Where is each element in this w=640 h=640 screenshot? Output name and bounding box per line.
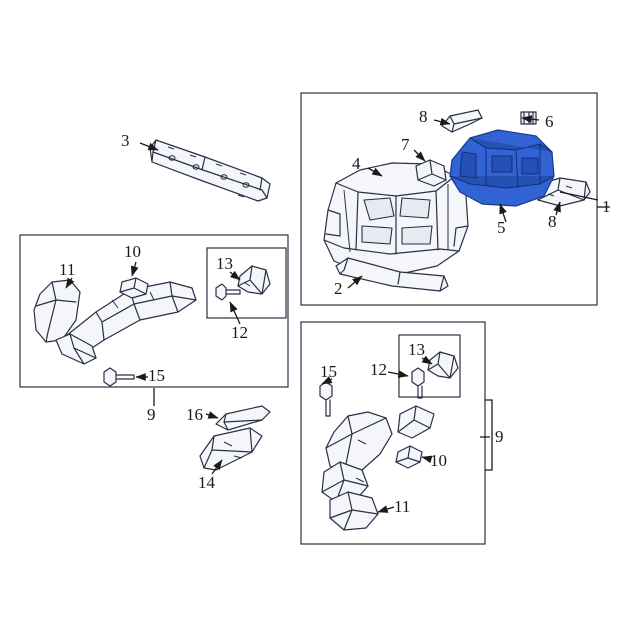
- leader-12b: [387, 370, 409, 378]
- leader-10b: [421, 455, 433, 464]
- callout-14[interactable]: 14: [198, 473, 215, 492]
- leader-12a: [229, 301, 241, 325]
- callout-6[interactable]: 6: [545, 112, 554, 131]
- callout-11a[interactable]: 11: [59, 260, 76, 279]
- callout-12b[interactable]: 12: [370, 360, 387, 379]
- part-5-highlighted-rear-floor-pan: [449, 129, 555, 207]
- leader-9b-brace: [485, 399, 493, 471]
- part-11-left-rail-assembly: [33, 279, 197, 365]
- part-3-crossmember: [149, 139, 271, 202]
- part-10-upper-clip: [119, 277, 149, 299]
- callout-7[interactable]: 7: [401, 135, 410, 154]
- callout-2[interactable]: 2: [334, 279, 343, 298]
- leader-6: [521, 115, 540, 124]
- part-15-right-bolt: [319, 381, 333, 417]
- panel-inner-bracket-low: [398, 334, 461, 398]
- callout-15a[interactable]: 15: [148, 366, 165, 385]
- callout-3[interactable]: 3: [121, 131, 130, 150]
- panel-inner-bracket-top: [206, 247, 287, 319]
- leader-lines: [65, 115, 610, 513]
- leader-16: [205, 411, 219, 419]
- leader-13b: [421, 355, 433, 365]
- leader-8b: [553, 201, 561, 216]
- leader-13a: [229, 270, 241, 281]
- panel-left-rail: [19, 234, 289, 388]
- callout-9b[interactable]: 9: [495, 427, 504, 446]
- callout-9a[interactable]: 9: [147, 405, 156, 424]
- leader-10a: [130, 261, 139, 277]
- part-11-lower-rail-assembly: [321, 405, 435, 531]
- part-12-upper-bolt: [215, 283, 241, 301]
- callout-13a[interactable]: 13: [216, 254, 233, 273]
- panel-main-rear-floor: [300, 92, 598, 306]
- callout-13b[interactable]: 13: [408, 340, 425, 359]
- part-8-upper-reinforcement: [441, 109, 483, 133]
- leader-14: [211, 459, 223, 475]
- panel-lower-right: [300, 321, 486, 545]
- leader-15b: [321, 376, 333, 385]
- leader-3: [139, 142, 159, 151]
- callout-16[interactable]: 16: [186, 405, 203, 424]
- callout-10b[interactable]: 10: [430, 451, 447, 470]
- callout-8b[interactable]: 8: [548, 212, 557, 231]
- part-12-lower-bolt: [411, 367, 425, 399]
- part-14-panel: [199, 427, 263, 471]
- callout-5[interactable]: 5: [497, 218, 506, 237]
- leader-5: [499, 203, 507, 223]
- leader-11a: [65, 277, 75, 289]
- part-13-upper-bracket: [237, 265, 271, 295]
- part-10-lower-clip: [395, 445, 423, 469]
- leader-2: [347, 275, 363, 289]
- callout-12a[interactable]: 12: [231, 323, 248, 342]
- callout-11b[interactable]: 11: [394, 497, 411, 516]
- callout-1[interactable]: 1: [602, 197, 611, 216]
- part-4-rear-floor-assembly: [323, 162, 469, 292]
- leader-8a: [433, 117, 451, 126]
- part-7-bracket: [415, 159, 447, 187]
- leader-7: [413, 149, 426, 162]
- callout-10a[interactable]: 10: [124, 242, 141, 261]
- callout-8a[interactable]: 8: [419, 107, 428, 126]
- leader-11b: [377, 505, 395, 513]
- leader-1-join: [559, 191, 599, 201]
- callout-4[interactable]: 4: [352, 154, 361, 173]
- callout-15b[interactable]: 15: [320, 362, 337, 381]
- part-13-lower-bracket: [427, 351, 459, 379]
- part-16-reinforcement: [215, 405, 271, 431]
- leader-4: [367, 167, 383, 177]
- part-15-left-bolt: [103, 367, 135, 387]
